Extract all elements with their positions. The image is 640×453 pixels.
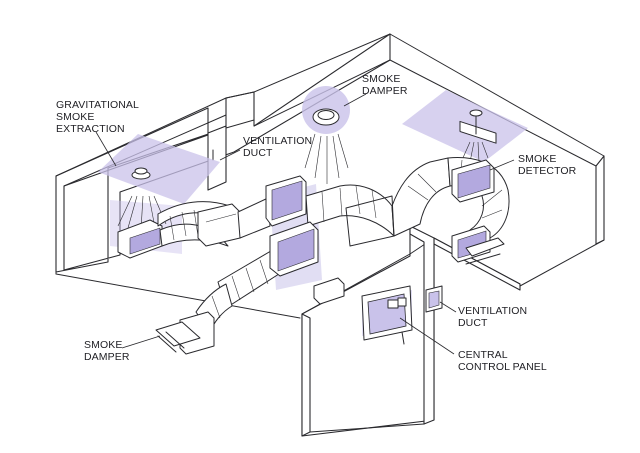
panel-conduit [401, 331, 405, 345]
detector-damper-face [457, 164, 491, 199]
smoke-damper-top-unit [302, 86, 350, 184]
panel-display-2 [397, 297, 407, 307]
label-panel-1: CENTRAL [458, 349, 508, 361]
wall-vent-face [428, 290, 440, 309]
leader-vent-top [219, 149, 241, 161]
extraction-box-face [129, 227, 161, 255]
label-gravitational-2: SMOKE [56, 111, 94, 123]
central-control-panel [361, 285, 443, 345]
label-damper-bottom-2: DAMPER [84, 351, 130, 363]
label-detector-2: DETECTOR [518, 165, 577, 177]
labels: GRAVITATIONAL SMOKE EXTRACTION VENTILATI… [56, 73, 577, 373]
bottom-damper-vane-1 [157, 335, 177, 353]
duct-segment-d [391, 157, 451, 237]
ceiling-box-small [313, 277, 345, 305]
leader-detector [489, 159, 515, 171]
label-gravitational-1: GRAVITATIONAL [56, 99, 139, 111]
leader-damper-top [343, 93, 367, 107]
gravitational-extraction-unit [117, 167, 167, 231]
building-walls [55, 33, 605, 437]
leader-vent-right [439, 301, 457, 313]
label-vent-top-1: VENTILATION [243, 135, 312, 147]
airflow-lines-left [117, 195, 167, 231]
bottom-damper-vane-2 [165, 331, 185, 349]
ceiling-fan-left-cap [134, 167, 148, 175]
leader-panel [399, 317, 455, 355]
bottom-damper-icon [155, 321, 201, 347]
smoke-detector-icon [459, 120, 497, 144]
label-panel-2: CONTROL PANEL [458, 361, 547, 373]
floor-right-edge [519, 239, 605, 291]
label-damper-top-1: SMOKE [362, 73, 400, 85]
label-damper-top-2: DAMPER [362, 85, 408, 97]
ceiling-panel-left [98, 134, 220, 204]
leader-damper-bottom [121, 335, 161, 349]
duct-ribs-f [211, 259, 269, 319]
detector-cap [469, 109, 483, 117]
smoke-detector-unit [459, 109, 497, 163]
label-detector-1: SMOKE [518, 153, 556, 165]
right-outlet-vane [465, 253, 501, 265]
bottom-damper-box [179, 311, 215, 355]
panel-display-1 [387, 299, 399, 309]
back-wall-inner-edge [63, 59, 597, 245]
junction-box-left [197, 203, 241, 247]
central-damper-lower-face [277, 228, 315, 272]
leader-lines [95, 93, 515, 355]
airflow-lines-top [304, 133, 349, 184]
right-wall [595, 155, 605, 245]
label-damper-bottom-1: SMOKE [84, 339, 122, 351]
label-vent-top-2: DUCT [243, 147, 273, 159]
partition-edge [301, 313, 311, 437]
ventilation-duct-system [117, 157, 510, 355]
duct-segment-b [237, 197, 271, 239]
label-vent-right-2: DUCT [458, 317, 488, 329]
damper-top-inner [317, 110, 335, 120]
junction-box-line [205, 213, 237, 223]
right-outlet-lip [465, 237, 505, 257]
label-gravitational-3: EXTRACTION [56, 123, 125, 135]
partition-bottom [309, 423, 425, 433]
duct-ribs-c [321, 185, 377, 223]
duct-overlay [345, 195, 395, 247]
leader-gravitational [95, 131, 117, 167]
central-damper-upper-face [271, 180, 303, 221]
label-vent-right-1: VENTILATION [458, 305, 527, 317]
floor-left-edge [55, 273, 301, 319]
